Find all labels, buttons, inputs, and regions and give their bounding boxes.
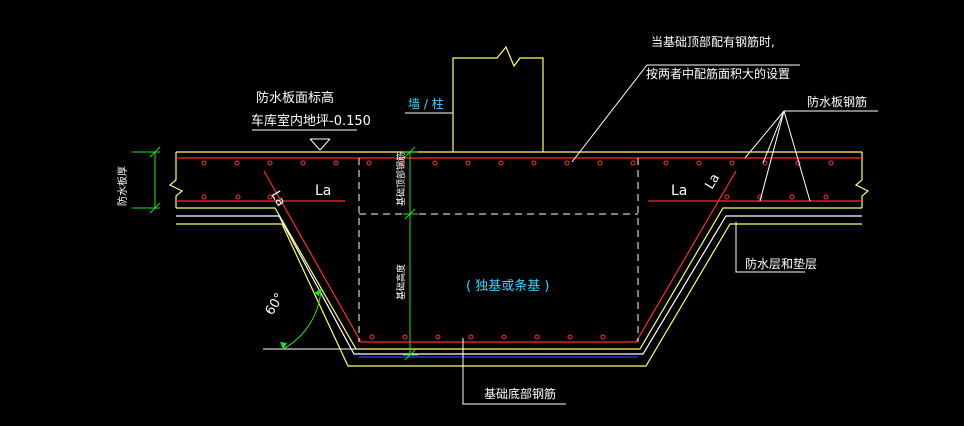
top-rebar-dot xyxy=(333,160,339,166)
top-rebar-dot xyxy=(828,160,834,166)
right-break-line xyxy=(854,152,870,208)
wall-column xyxy=(452,45,544,152)
foundation-rebar-dot xyxy=(435,334,441,340)
found-height-label: 基础高度 xyxy=(395,264,407,300)
slab-rebar-label: 防水板钢筋 xyxy=(807,94,867,109)
slab-bottom-profile xyxy=(176,207,862,350)
leader-lines xyxy=(252,64,878,405)
bottom-rebar-dot xyxy=(823,194,829,200)
foundation-rebar-dot xyxy=(369,334,375,340)
found-type-label: ( 独基或条基 ) xyxy=(466,278,549,294)
top-note-line2: 按两者中配筋面积大的设置 xyxy=(646,66,790,81)
wall-column-label: 墙 / 柱 xyxy=(408,96,444,111)
slab-level-label-line2: 车库室内地坪-0.150 xyxy=(251,113,371,129)
slab-rebar-leader-3 xyxy=(759,110,785,202)
top-rebar-dot xyxy=(201,160,207,166)
top-rebar-dot xyxy=(498,160,504,166)
top-rebar-dot xyxy=(366,160,372,166)
top-rebar-dot xyxy=(663,160,669,166)
top-rebar-dot xyxy=(696,160,702,166)
bottom-rebar-dot xyxy=(201,194,207,200)
top-rebar-dot xyxy=(300,160,306,166)
foundation-rebar-dot xyxy=(468,334,474,340)
bottom-rebar-dot xyxy=(757,194,763,200)
foundation-rebar-dot xyxy=(501,334,507,340)
concrete-outline xyxy=(168,151,870,350)
bottom-rebar-dot xyxy=(724,194,730,200)
waterproof-layer-leader xyxy=(735,222,805,273)
foundation-rebar-dot xyxy=(534,334,540,340)
la-left-diagonal: La xyxy=(268,189,289,210)
waterproof-layer-label: 防水层和垫层 xyxy=(745,256,817,271)
la-right-diagonal: La xyxy=(702,171,723,192)
slab-rebar-leader-2 xyxy=(762,110,785,164)
bottom-rebar-dot xyxy=(789,194,795,200)
top-note-line1: 当基础顶部配有钢筋时, xyxy=(651,34,775,49)
foundation-rebar-dot xyxy=(402,334,408,340)
top-rebar-dot xyxy=(432,160,438,166)
top-rebar-dot xyxy=(564,160,570,166)
top-rebar-dot xyxy=(531,160,537,166)
left-break-line xyxy=(168,152,184,208)
foundation-bottom-rebar xyxy=(263,170,737,343)
slab-rebar-leader-1 xyxy=(744,110,785,159)
found-bottom-rebar-label: 基础底部钢筋 xyxy=(484,386,556,401)
top-rebar-dot xyxy=(234,160,240,166)
rebar-dots xyxy=(201,160,834,340)
top-rebar-dot xyxy=(267,160,273,166)
foundation-rebar-dot xyxy=(600,334,606,340)
waterproof-layer-line xyxy=(176,215,862,355)
top-rebar-dot xyxy=(597,160,603,166)
slab-level-label-line1: 防水板面标高 xyxy=(256,90,334,106)
top-rebar-dot xyxy=(630,160,636,166)
found-top-rebar-label: 基础顶部钢筋 xyxy=(395,152,407,206)
top-rebar-dot xyxy=(729,160,735,166)
rebar-lines xyxy=(176,157,862,343)
top-note-leader xyxy=(571,64,800,163)
cushion-layer-line xyxy=(176,223,862,367)
foundation-rebar-dot xyxy=(567,334,573,340)
waterproof-layers xyxy=(176,215,862,367)
level-triangle xyxy=(309,138,331,151)
slab-thickness-label: 防水板厚 xyxy=(116,166,129,206)
found-bottom-rebar-leader xyxy=(462,338,566,405)
top-rebar-dot xyxy=(399,160,405,166)
bottom-rebar-dot xyxy=(235,194,241,200)
dimension-lines xyxy=(132,146,418,361)
bottom-rebar-dot xyxy=(267,194,273,200)
slab-rebar-leader-4 xyxy=(783,110,811,202)
la-right-horizontal: La xyxy=(671,183,687,199)
text-labels: 防水板面标高 车库室内地坪-0.150 墙 / 柱 当基础顶部配有钢筋时, 按两… xyxy=(116,34,867,401)
foundation-dashed-boundary xyxy=(358,158,639,342)
top-rebar-dot xyxy=(465,160,471,166)
la-left-horizontal: La xyxy=(315,183,331,199)
